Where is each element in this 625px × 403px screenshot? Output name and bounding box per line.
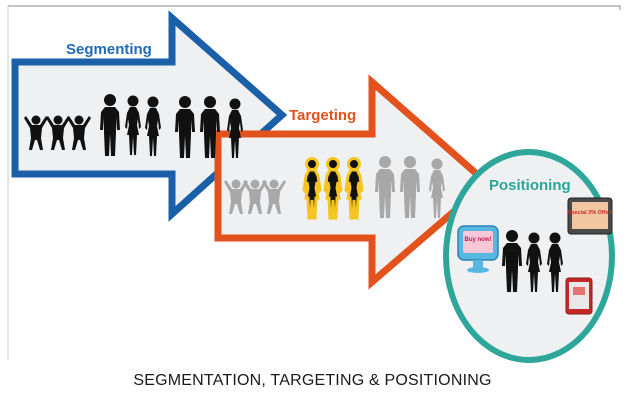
- monitor-icon: Buy now!: [457, 225, 499, 273]
- tv-screen-text: Special 3% Offer!: [567, 210, 612, 216]
- targeting-label: Targeting: [289, 107, 356, 124]
- frame-edge: [7, 5, 621, 10]
- tv-icon: Special 3% Offer!: [567, 197, 613, 235]
- positioning-people: [502, 230, 563, 292]
- tablet-icon: [565, 277, 593, 315]
- targeted-people: [302, 157, 364, 220]
- positioning-label: Positioning: [489, 177, 571, 194]
- diagram-caption: SEGMENTATION, TARGETING & POSITIONING: [133, 372, 492, 389]
- monitor-screen-text: Buy now!: [465, 237, 492, 243]
- segmenting-label: Segmenting: [66, 41, 152, 58]
